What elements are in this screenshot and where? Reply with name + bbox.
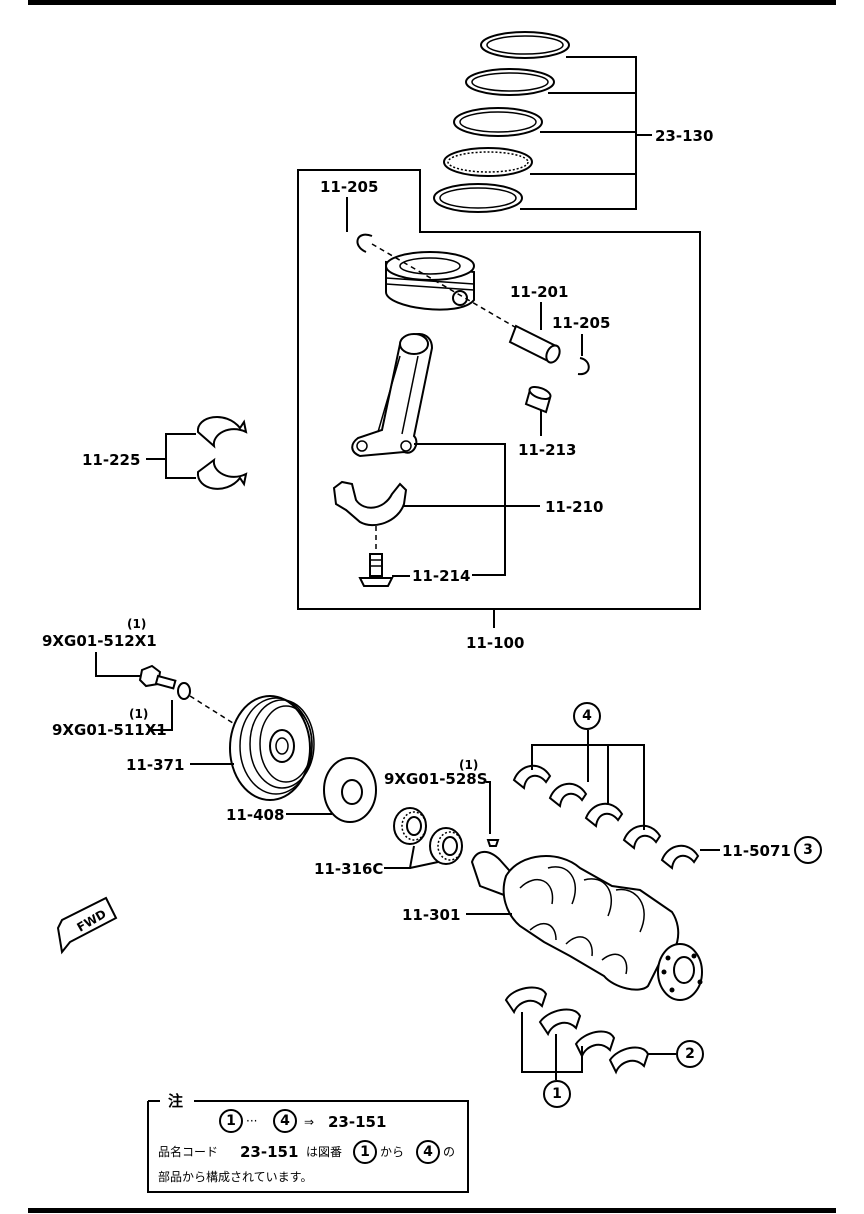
- callout-4-text: 4: [582, 708, 592, 724]
- note-box: 注 1 ··· 4 ⇒ 23-151 品名コード 23-151 は図番 1 から…: [147, 1092, 469, 1193]
- connecting-rod[interactable]: [351, 333, 434, 458]
- rings-leader: [520, 56, 652, 210]
- callout-4: [573, 702, 601, 730]
- note-line2-code: 23-151: [240, 1143, 298, 1161]
- bottom-border: [28, 1208, 836, 1213]
- con-rod-bearing[interactable]: [196, 415, 248, 490]
- note-result: 23-151: [328, 1113, 386, 1131]
- note-line2-to-circle: [416, 1140, 440, 1164]
- note-line2-to: 4: [423, 1144, 433, 1160]
- pulley-bolt[interactable]: [138, 664, 177, 690]
- note-range-from: 1: [226, 1113, 236, 1129]
- callout-1-text: 1: [552, 1086, 562, 1102]
- bearing-leader: [146, 433, 196, 479]
- label-11-408: 11-408: [226, 806, 284, 824]
- key-qty: (1): [459, 758, 478, 772]
- note-line2-a: 品名コード: [158, 1144, 218, 1159]
- bushing[interactable]: [524, 385, 552, 414]
- note-line3: 部品から構成されています。: [158, 1169, 312, 1184]
- label-11-316C: 11-316C: [314, 860, 383, 878]
- snap-ring-left[interactable]: [356, 233, 373, 253]
- label-11-5071: 11-5071: [722, 842, 791, 860]
- label-11-100: 11-100: [466, 634, 524, 652]
- main-bearing-upper[interactable]: [512, 765, 662, 850]
- main-bearing-lower[interactable]: [504, 986, 650, 1075]
- washer-leader: [148, 700, 173, 731]
- piston-rings[interactable]: [433, 31, 570, 213]
- pulley-bolt-leader: [95, 652, 142, 677]
- label-11-371: 11-371: [126, 756, 184, 774]
- label-9XG01-528S: 9XG01-528S: [384, 770, 488, 788]
- pulley-bolt-qty: (1): [127, 617, 146, 631]
- thrust-bearing[interactable]: [660, 845, 700, 870]
- note-arrow: ⇒: [304, 1115, 314, 1129]
- label-11-210: 11-210: [545, 498, 603, 516]
- label-11-225: 11-225: [82, 451, 140, 469]
- label-11-205-right: 11-205: [552, 314, 610, 332]
- note-title: 注: [168, 1092, 183, 1110]
- washer-qty: (1): [129, 707, 148, 721]
- rod-leader: [414, 443, 506, 576]
- note-line2-from: 1: [360, 1144, 370, 1160]
- note-line2-d: の: [443, 1145, 455, 1159]
- note-range-to-circle: [273, 1109, 297, 1133]
- note-line2-b: は図番: [306, 1145, 342, 1159]
- rod-bolt[interactable]: [358, 553, 394, 587]
- callout-4-leader: [531, 730, 645, 830]
- piston[interactable]: [385, 251, 475, 311]
- snap-ring-right[interactable]: [577, 357, 590, 376]
- label-11-201: 11-201: [510, 283, 568, 301]
- label-11-214: 11-214: [412, 567, 470, 585]
- piston-pin[interactable]: [508, 324, 562, 365]
- note-line2-c: から: [380, 1145, 404, 1159]
- gear-1[interactable]: [393, 807, 427, 845]
- pulley-axis-line: [189, 695, 261, 741]
- pin-axis-line: [371, 243, 521, 331]
- label-23-130: 23-130: [655, 127, 713, 145]
- gear-2[interactable]: [429, 827, 463, 865]
- top-border: [28, 0, 836, 5]
- pulley[interactable]: [229, 695, 315, 801]
- gears-leader: [384, 845, 439, 869]
- callout-1: [543, 1080, 571, 1108]
- label-11-301: 11-301: [402, 906, 460, 924]
- label-11-205-left: 11-205: [320, 178, 378, 196]
- callout-3-text: 3: [803, 842, 813, 858]
- fwd-arrow: FWD: [56, 896, 118, 955]
- key[interactable]: [486, 839, 500, 847]
- key-leader: [486, 781, 491, 834]
- rod-cap[interactable]: [332, 480, 408, 527]
- label-9XG01-511X1: 9XG01-511X1: [52, 721, 167, 739]
- label-9XG01-512X1: 9XG01-512X1: [42, 632, 157, 650]
- plate[interactable]: [323, 757, 377, 823]
- note-range-sep: ···: [246, 1114, 257, 1128]
- callout-2: [676, 1040, 704, 1068]
- label-11-213: 11-213: [518, 441, 576, 459]
- assembly-box: [297, 169, 701, 610]
- callout-2-text: 2: [685, 1046, 695, 1062]
- callout-1-leader: [521, 1012, 583, 1080]
- callout-3: [794, 836, 822, 864]
- note-range-to: 4: [280, 1113, 290, 1129]
- washer[interactable]: [177, 682, 191, 700]
- note-line2-from-circle: [353, 1140, 377, 1164]
- note-range-from-circle: [219, 1109, 243, 1133]
- crankshaft[interactable]: [470, 851, 703, 1001]
